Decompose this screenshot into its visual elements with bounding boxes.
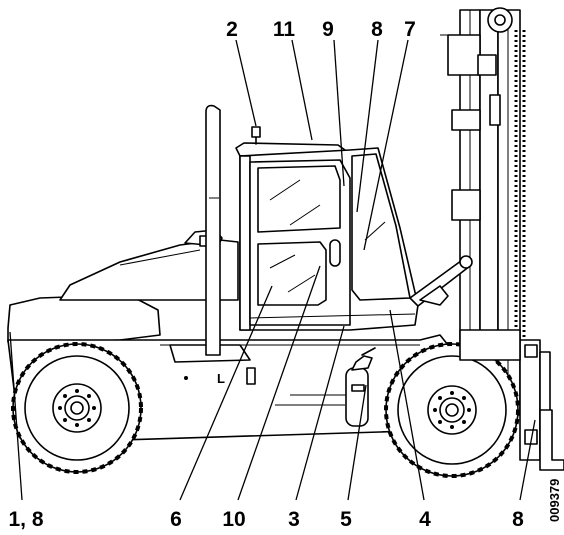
svg-text:L: L bbox=[217, 371, 225, 386]
callout-5: 5 bbox=[340, 508, 352, 531]
callout-9: 9 bbox=[322, 18, 334, 41]
rear-wheel-bolts bbox=[58, 389, 96, 427]
callout-6: 6 bbox=[170, 508, 182, 531]
cab bbox=[235, 126, 419, 331]
tilt-cylinder bbox=[409, 255, 473, 307]
fork-carriage bbox=[519, 339, 564, 471]
callout-7: 7 bbox=[404, 18, 416, 41]
leader-lines bbox=[9, 39, 536, 501]
callout-3: 3 bbox=[288, 508, 300, 531]
rear-wheel bbox=[11, 342, 143, 474]
exhaust-pipe bbox=[205, 104, 221, 356]
drawing-code: 009379 bbox=[547, 479, 562, 522]
callout-8-top: 8 bbox=[371, 18, 383, 41]
callout-10: 10 bbox=[222, 508, 245, 531]
beacon-light bbox=[251, 126, 261, 138]
mast bbox=[440, 7, 526, 416]
callout-11: 11 bbox=[273, 18, 296, 41]
callout-8-bottom: 8 bbox=[512, 508, 524, 531]
front-wheel bbox=[384, 342, 520, 478]
callout-2: 2 bbox=[226, 18, 238, 41]
callout-1-8: 1, 8 bbox=[8, 508, 43, 531]
callout-4: 4 bbox=[419, 508, 431, 531]
front-wheel-bolts bbox=[433, 391, 471, 429]
counterweight bbox=[7, 229, 239, 343]
callout-labels: 2 11 9 8 7 1, 8 6 10 3 5 4 8 bbox=[8, 18, 524, 531]
